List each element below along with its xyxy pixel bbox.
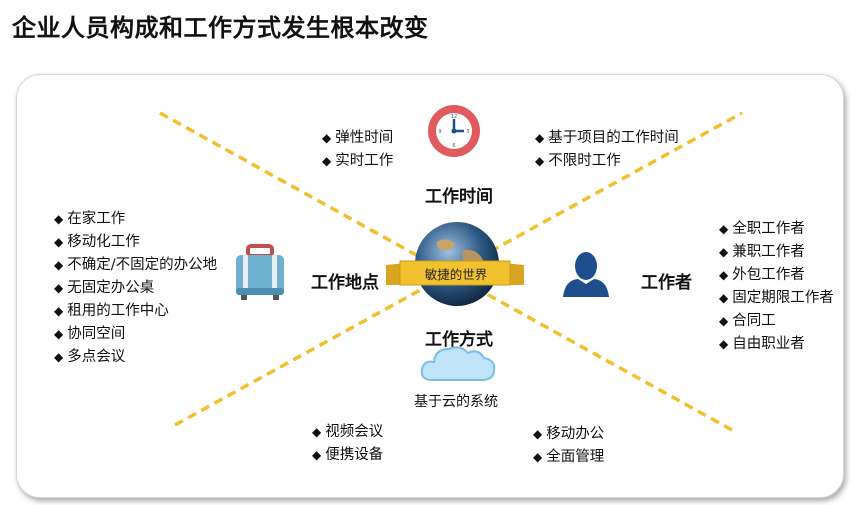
method-left-list: 视频会议 便携设备 [312, 421, 383, 467]
list-item: 在家工作 [54, 208, 217, 231]
banner-label: 敏捷的世界 [424, 267, 488, 282]
list-item: 租用的工作中心 [54, 300, 217, 323]
heading-worker: 工作者 [641, 273, 692, 293]
heading-work-method: 工作方式 [425, 330, 493, 350]
heading-work-place: 工作地点 [311, 273, 379, 293]
svg-text:3: 3 [466, 129, 469, 135]
list-item: 全面管理 [533, 446, 604, 469]
list-item: 自由职业者 [719, 333, 834, 356]
list-item: 视频会议 [312, 421, 383, 444]
list-item: 全职工作者 [719, 218, 834, 241]
list-item: 实时工作 [322, 150, 393, 173]
list-item: 不确定/不固定的办公地 [54, 254, 217, 277]
svg-text:12: 12 [451, 114, 457, 120]
list-item: 多点会议 [54, 346, 217, 369]
page-title: 企业人员构成和工作方式发生根本改变 [12, 14, 429, 42]
diagonal-line-down [159, 111, 733, 432]
list-item: 固定期限工作者 [719, 287, 834, 310]
worker-list: 全职工作者 兼职工作者 外包工作者 固定期限工作者 合同工 自由职业者 [719, 218, 834, 356]
list-item: 协同空间 [54, 323, 217, 346]
list-item: 基于项目的工作时间 [535, 127, 679, 150]
cloud-icon [420, 346, 496, 381]
time-right-list: 基于项目的工作时间 不限时工作 [535, 127, 679, 173]
list-item: 移动办公 [533, 423, 604, 446]
list-item: 无固定办公桌 [54, 277, 217, 300]
list-item: 不限时工作 [535, 150, 679, 173]
list-item: 合同工 [719, 310, 834, 333]
work-place-list: 在家工作 移动化工作 不确定/不固定的办公地 无固定办公桌 租用的工作中心 协同… [54, 208, 217, 369]
list-item: 移动化工作 [54, 231, 217, 254]
cloud-caption: 基于云的系统 [414, 394, 498, 410]
svg-text:6: 6 [452, 143, 455, 149]
method-right-list: 移动办公 全面管理 [533, 423, 604, 469]
list-item: 兼职工作者 [719, 241, 834, 264]
list-item: 便携设备 [312, 444, 383, 467]
suitcase-icon [236, 244, 284, 300]
list-item: 外包工作者 [719, 264, 834, 287]
banner-ribbon [386, 260, 524, 286]
person-icon [563, 252, 609, 297]
clock-icon: 12 3 6 9 [428, 105, 480, 157]
svg-text:9: 9 [438, 129, 441, 135]
heading-work-time: 工作时间 [425, 187, 493, 207]
list-item: 弹性时间 [322, 127, 393, 150]
time-left-list: 弹性时间 实时工作 [322, 127, 393, 173]
